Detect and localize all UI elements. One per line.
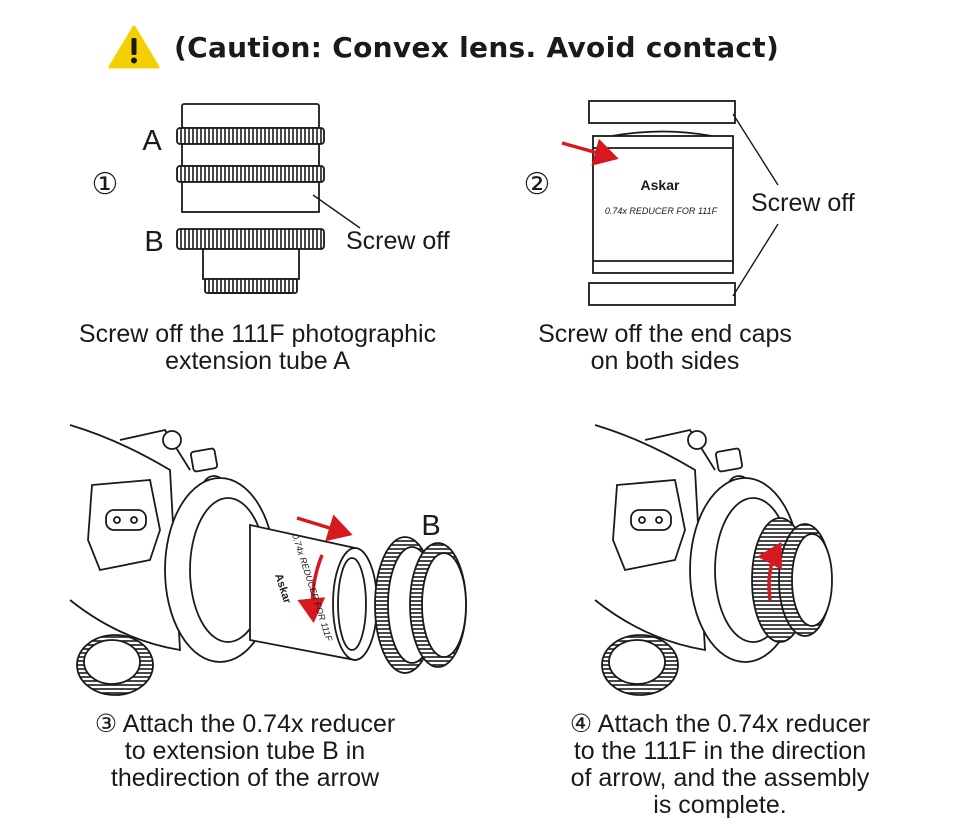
step3-arrow-straight [296,514,353,542]
step3-caption-line-1: ③ Attach the 0.74x reducer [94,709,396,738]
step3-illustration [69,424,467,696]
warning-triangle-icon [108,25,160,69]
step4-caption: ④ Attach the 0.74x reducer to the 111F i… [540,710,900,819]
caution-banner: (Caution: Convex lens. Avoid contact) [108,24,779,70]
step4-caption-line: is complete. [653,791,787,819]
step4-number: ④ [569,709,593,738]
step1-callout: Screw off [346,227,450,255]
step2-caption-line: Screw off the end caps [538,320,792,348]
step1-caption: Screw off the 111F photographic extensio… [60,321,455,375]
step3-label-b: B [421,510,440,542]
caution-text: (Caution: Convex lens. Avoid contact) [174,30,780,64]
step2-illustration [588,100,779,306]
step4-caption-line: of arrow, and the assembly [570,764,870,792]
step2-product-name: 0.74x REDUCER FOR 111F [605,206,718,216]
step4-arrow-curved [757,541,782,601]
step4-caption-line: to the 111F in the direction [573,737,867,765]
step3-caption-line: to extension tube B in [124,737,366,765]
step2-callout: Screw off [751,189,855,217]
step1-label-a: A [142,125,162,157]
step2-arrow [561,138,619,166]
step4-illustration [594,424,833,696]
step2-caption: Screw off the end caps on both sides [510,321,820,375]
step1-number: ① [92,167,119,202]
step3-number: ③ [94,709,118,738]
step4-caption-line-1: ④ Attach the 0.74x reducer [569,709,871,738]
step1-label-b: B [144,226,163,258]
step2-caption-line: on both sides [590,347,740,375]
step1-illustration [176,103,361,294]
step3-arrow-curved [297,554,326,623]
step1-caption-line: Screw off the 111F photographic [78,320,437,348]
step3-caption: ③ Attach the 0.74x reducer to extension … [80,710,410,792]
step1-caption-line: extension tube A [165,347,350,375]
step2-brand: Askar [641,177,680,193]
step2-number: ② [524,167,551,202]
step3-caption-line: thedirection of the arrow [110,764,380,792]
